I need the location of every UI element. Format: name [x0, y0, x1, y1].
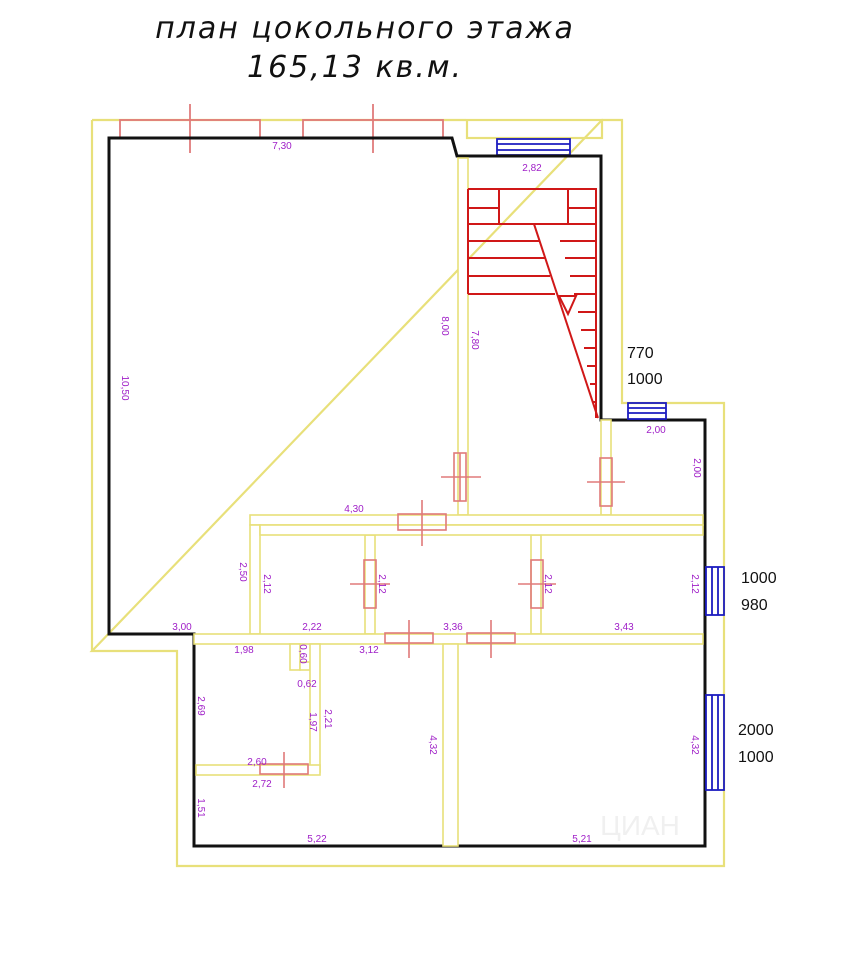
- svg-text:0,60: 0,60: [297, 644, 308, 664]
- svg-text:4,32: 4,32: [427, 735, 438, 755]
- plan-area: 165,13 кв.м.: [247, 50, 463, 85]
- svg-text:2,12: 2,12: [261, 574, 272, 594]
- doors: [259, 452, 625, 788]
- exterior-walls: [107, 136, 707, 848]
- svg-text:2000: 2000: [738, 722, 774, 739]
- svg-text:3,00: 3,00: [172, 622, 192, 633]
- outer-outline: [89, 118, 726, 868]
- svg-text:2,21: 2,21: [322, 709, 333, 729]
- svg-text:10,50: 10,50: [119, 375, 130, 400]
- dimension-labels: 7,30 2,82 10,50 8,00 7,80 2,00 2,00 4,30…: [119, 141, 702, 845]
- svg-text:2,12: 2,12: [376, 574, 387, 594]
- svg-text:2,60: 2,60: [247, 757, 267, 768]
- svg-text:2,72: 2,72: [252, 779, 272, 790]
- svg-text:1,51: 1,51: [195, 798, 206, 818]
- svg-text:2,50: 2,50: [237, 562, 248, 582]
- svg-text:7,30: 7,30: [272, 141, 292, 152]
- svg-text:1,98: 1,98: [234, 645, 254, 656]
- svg-text:8,00: 8,00: [439, 316, 450, 336]
- watermark: ЦИАН: [600, 810, 680, 841]
- svg-text:3,12: 3,12: [359, 645, 379, 656]
- opening-specs: 770 1000 1000 980 2000 1000: [627, 345, 777, 766]
- svg-text:4,32: 4,32: [689, 735, 700, 755]
- svg-text:980: 980: [741, 597, 768, 614]
- svg-text:1000: 1000: [627, 371, 663, 388]
- top-right-window: [465, 118, 604, 156]
- interior-walls: [193, 157, 704, 847]
- svg-text:3,43: 3,43: [614, 622, 634, 633]
- svg-text:7,80: 7,80: [469, 330, 480, 350]
- plan-title: план цокольного этажа: [155, 11, 575, 46]
- svg-text:2,82: 2,82: [522, 163, 542, 174]
- svg-text:2,12: 2,12: [689, 574, 700, 594]
- svg-text:4,30: 4,30: [344, 504, 364, 515]
- svg-text:2,00: 2,00: [646, 425, 666, 436]
- svg-text:2,69: 2,69: [195, 696, 206, 716]
- svg-text:0,62: 0,62: [297, 679, 317, 690]
- svg-text:2,22: 2,22: [302, 622, 322, 633]
- svg-text:5,22: 5,22: [307, 834, 327, 845]
- right-windows: [627, 402, 725, 791]
- svg-text:770: 770: [627, 345, 654, 362]
- svg-text:5,21: 5,21: [572, 834, 592, 845]
- svg-text:2,00: 2,00: [691, 458, 702, 478]
- svg-text:1,97: 1,97: [307, 712, 318, 732]
- staircase: [467, 188, 599, 419]
- svg-text:3,36: 3,36: [443, 622, 463, 633]
- svg-text:1000: 1000: [741, 570, 777, 587]
- svg-text:2,12: 2,12: [542, 574, 553, 594]
- svg-text:1000: 1000: [738, 749, 774, 766]
